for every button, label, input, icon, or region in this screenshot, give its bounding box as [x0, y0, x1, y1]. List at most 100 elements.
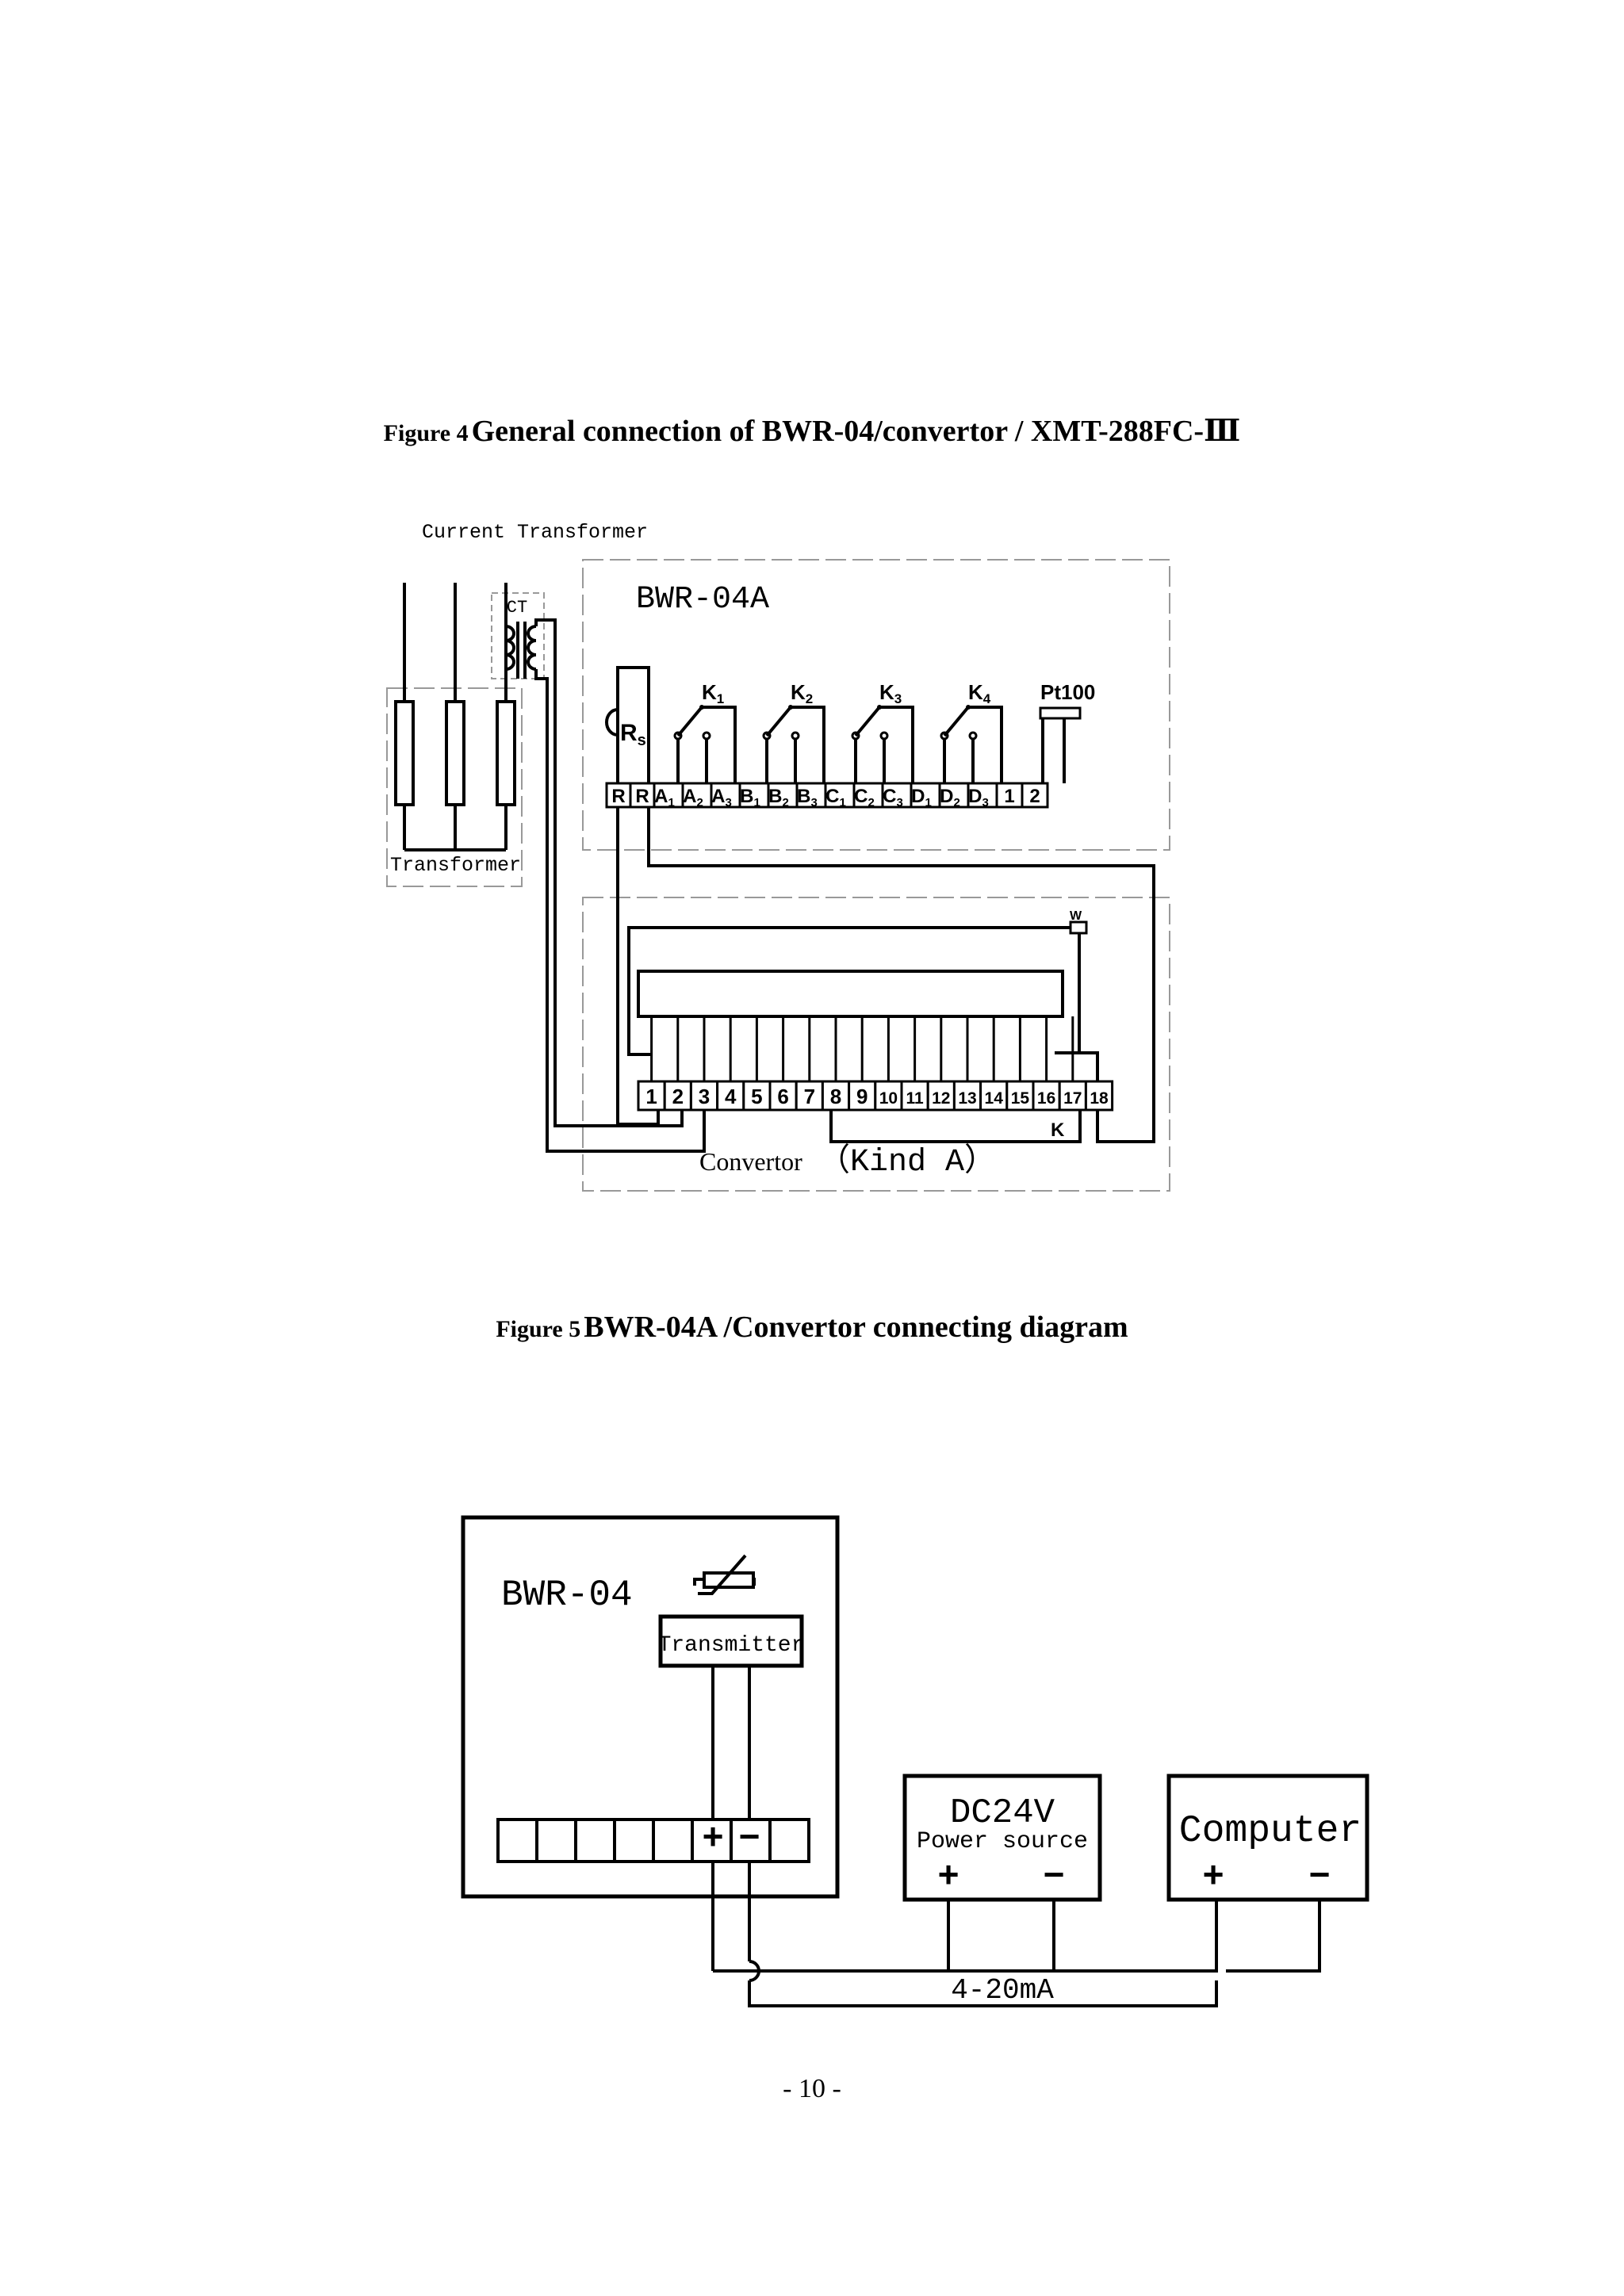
bwr-terminal-subscript: 1 — [668, 796, 675, 809]
convertor-terminal-1: 1 — [637, 1016, 666, 1112]
bwr-terminal-subscript: 3 — [811, 796, 818, 809]
svg-text:K2: K2 — [791, 680, 813, 706]
bwr-terminal-label: R — [611, 786, 625, 807]
bwr-terminal-7: B2 — [767, 782, 799, 809]
svg-text:C2: C2 — [854, 786, 875, 809]
convertor-terminal-2: 2 — [663, 1016, 692, 1112]
bwr-terminal-10: C2 — [852, 782, 884, 809]
power-source-box — [902, 1774, 1102, 1902]
bwr-terminal-label: 2 — [1029, 786, 1040, 807]
bwr04a-convertor-diagram: Current Transformer Transformer CT BWR-0… — [386, 521, 1170, 1192]
computer-label: Computer — [1179, 1810, 1362, 1853]
convertor-terminal-9: 9 — [848, 1016, 877, 1112]
convertor-terminal-18: 18 — [1084, 1080, 1114, 1112]
bwr-terminal-label: C — [854, 786, 868, 807]
power-source-label: Power source — [917, 1828, 1088, 1855]
rs-subscript: s — [638, 732, 646, 749]
bwr-terminal-15: 1 — [995, 782, 1024, 809]
bwr04-minus-terminal: − — [739, 1816, 760, 1857]
bwr-terminal-label: D — [968, 786, 982, 807]
svg-text:D2: D2 — [940, 786, 960, 809]
current-transformer-label: Current Transformer — [422, 521, 648, 544]
svg-text:R: R — [635, 786, 649, 807]
relay-subscript: 1 — [717, 691, 724, 706]
convertor-terminal-label: 8 — [830, 1085, 841, 1108]
pt100-label: Pt100 — [1040, 680, 1095, 704]
convertor-terminal-label: 15 — [1011, 1089, 1030, 1108]
relay-subscript: 4 — [983, 691, 991, 706]
relay-k4: K4 — [940, 680, 1003, 783]
convertor-terminal-16: 16 — [1032, 1016, 1061, 1112]
bwr-terminal-subscript: 2 — [868, 796, 875, 809]
convertor-terminal-label: 7 — [804, 1085, 815, 1108]
relay-k3: K3 — [851, 680, 914, 783]
convertor-terminal-5: 5 — [742, 1016, 772, 1112]
svg-text:K1: K1 — [702, 680, 724, 706]
convertor-terminal-label: 18 — [1090, 1089, 1109, 1108]
4-20ma-loop-wiring — [711, 1666, 1321, 2007]
bwr-terminal-subscript: 2 — [697, 796, 703, 809]
bwr-terminal-subscript: 2 — [783, 796, 789, 809]
figure-5-caption: Figure 5 BWR-04A /Convertor connecting d… — [0, 1310, 1624, 1345]
bwr-terminal-11: C3 — [881, 782, 913, 809]
bwr-terminal-3: A1 — [653, 782, 684, 809]
thermistor-icon — [693, 1554, 756, 1595]
convertor-terminal-7: 7 — [795, 1016, 824, 1112]
transformer-windings — [394, 583, 516, 851]
bwr-terminal-label: 1 — [1004, 786, 1014, 807]
relay-label: K — [791, 680, 806, 704]
bwr04-4-20ma-diagram: BWR-04 Transmitter + − DC24V Power sourc… — [461, 1515, 1369, 2007]
bwr-terminal-subscript: 2 — [954, 796, 960, 809]
page-number: - 10 - — [783, 2074, 841, 2103]
relay-subscript: 2 — [806, 691, 813, 706]
bwr04-box — [461, 1515, 840, 1899]
bwr04-label: BWR-04 — [501, 1575, 633, 1616]
bwr-terminal-label: B — [740, 786, 753, 807]
convertor-terminal-label: 14 — [985, 1089, 1004, 1108]
bwr-terminal-label: A — [683, 786, 696, 807]
convertor-terminal-label: 16 — [1037, 1089, 1055, 1108]
bwr04-terminal-strip — [496, 1818, 810, 1863]
svg-text:D1: D1 — [911, 786, 932, 809]
figure-4-caption: Figure 4 General connection of BWR-04/co… — [0, 412, 1624, 449]
computer-minus-terminal: − — [1309, 1854, 1331, 1895]
bwr04-terminal-cell — [535, 1818, 577, 1863]
bwr-terminal-9: C1 — [824, 782, 856, 809]
computer-plus-terminal: + — [1203, 1854, 1224, 1895]
convertor-terminal-10: 10 — [874, 1016, 903, 1112]
svg-text:K4: K4 — [968, 680, 991, 706]
convertor-terminal-3: 3 — [689, 1016, 719, 1112]
figure-4-number: Figure 4 — [383, 420, 469, 446]
convertor-dashed-box — [582, 897, 1170, 1192]
bwr-terminal-8: B3 — [795, 782, 827, 809]
relay-subscript: 3 — [894, 691, 902, 706]
convertor-terminal-label: 12 — [932, 1089, 950, 1108]
bwr-terminal-label: B — [797, 786, 810, 807]
bwr-terminal-label: D — [911, 786, 925, 807]
svg-text:B2: B2 — [768, 786, 789, 809]
svg-text:1: 1 — [1004, 786, 1014, 807]
convertor-terminal-11: 11 — [900, 1016, 929, 1112]
bwr-terminal-label: R — [635, 786, 649, 807]
bwr04a-dashed-box — [582, 559, 1170, 851]
bwr-terminal-6: B1 — [738, 782, 770, 809]
svg-text:B1: B1 — [740, 786, 760, 809]
bwr-terminal-label: C — [883, 786, 896, 807]
convertor-terminal-label: 3 — [699, 1085, 710, 1108]
convertor-terminal-15: 15 — [1005, 1016, 1035, 1112]
dc24v-label: DC24V — [950, 1793, 1055, 1833]
relay-k2: K2 — [762, 680, 825, 783]
relay-k-label: K — [1051, 1119, 1065, 1141]
computer-box — [1166, 1774, 1369, 1902]
current-range-label: 4-20mA — [951, 1974, 1054, 2007]
svg-text:A2: A2 — [683, 786, 703, 809]
bwr04-terminal-cell — [768, 1818, 810, 1863]
svg-text:A1: A1 — [654, 786, 675, 809]
trimmer-w-icon — [1069, 920, 1088, 935]
bwr-terminal-5: A3 — [710, 782, 741, 809]
figure-5-number: Figure 5 — [496, 1316, 581, 1342]
convertor-terminal-12: 12 — [926, 1016, 956, 1112]
